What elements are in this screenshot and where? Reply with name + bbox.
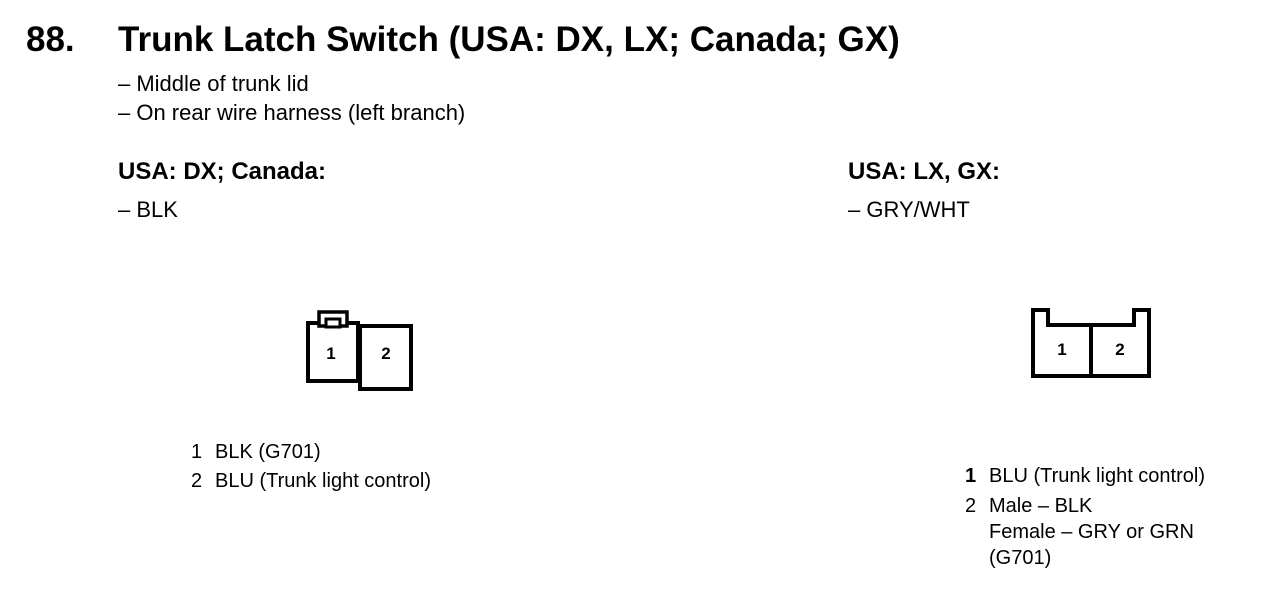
variant-b-pin-1: 1 BLU (Trunk light control) — [965, 463, 1205, 489]
variant-b-pin-2-line-2: Female – GRY or GRN — [989, 519, 1194, 545]
variant-a-pin-2-number: 2 — [191, 470, 203, 492]
connector-a-cavity-1 — [306, 321, 360, 383]
connector-a-lock-tab-notch — [324, 317, 342, 329]
connector-a-terminal-2-label: 2 — [381, 344, 390, 363]
variant-b-pin-1-desc: BLU (Trunk light control) — [989, 465, 1205, 487]
variant-a-pin-1-number: 1 — [191, 441, 203, 463]
location-line-2: – On rear wire harness (left branch) — [118, 100, 466, 125]
variant-b-pin-2-line-3: (G701) — [989, 545, 1051, 571]
connector-b-terminal-1-label: 1 — [1057, 340, 1066, 359]
variant-a-heading: USA: DX; Canada: — [118, 158, 327, 185]
variant-a-pin-1: 1 BLK (G701) — [191, 439, 321, 465]
connector-b-diagram: 1 2 — [1031, 308, 1151, 378]
variant-b-pin-2-desc-line-3: (G701) — [989, 547, 1052, 569]
variant-a-connector-color: – BLK — [118, 197, 178, 222]
variant-b-pin-2: 2 Male – BLK — [965, 493, 1092, 519]
connector-b-terminal-2-label: 2 — [1115, 340, 1124, 359]
variant-b-heading: USA: LX, GX: — [848, 158, 1001, 185]
connector-a-cavity-2 — [358, 324, 413, 391]
variant-b-pin-2-desc-line-2: Female – GRY or GRN — [989, 521, 1194, 543]
connector-a-terminal-1-label: 1 — [326, 344, 335, 363]
variant-b-pin-1-number: 1 — [965, 465, 977, 487]
section-number: 88. — [26, 20, 75, 59]
section-title: Trunk Latch Switch (USA: DX, LX; Canada;… — [118, 20, 900, 59]
variant-a-pin-2: 2 BLU (Trunk light control) — [191, 468, 431, 494]
location-line-1: – Middle of trunk lid — [118, 71, 309, 96]
variant-b-pin-2-desc-line-1: Male – BLK — [989, 495, 1093, 517]
variant-a-pin-2-desc: BLU (Trunk light control) — [215, 470, 431, 492]
variant-b-connector-color: – GRY/WHT — [848, 197, 970, 222]
connector-a-diagram: 1 2 — [306, 310, 413, 391]
variant-a-pin-1-desc: BLK (G701) — [215, 441, 321, 463]
variant-b-pin-2-number: 2 — [965, 495, 977, 517]
